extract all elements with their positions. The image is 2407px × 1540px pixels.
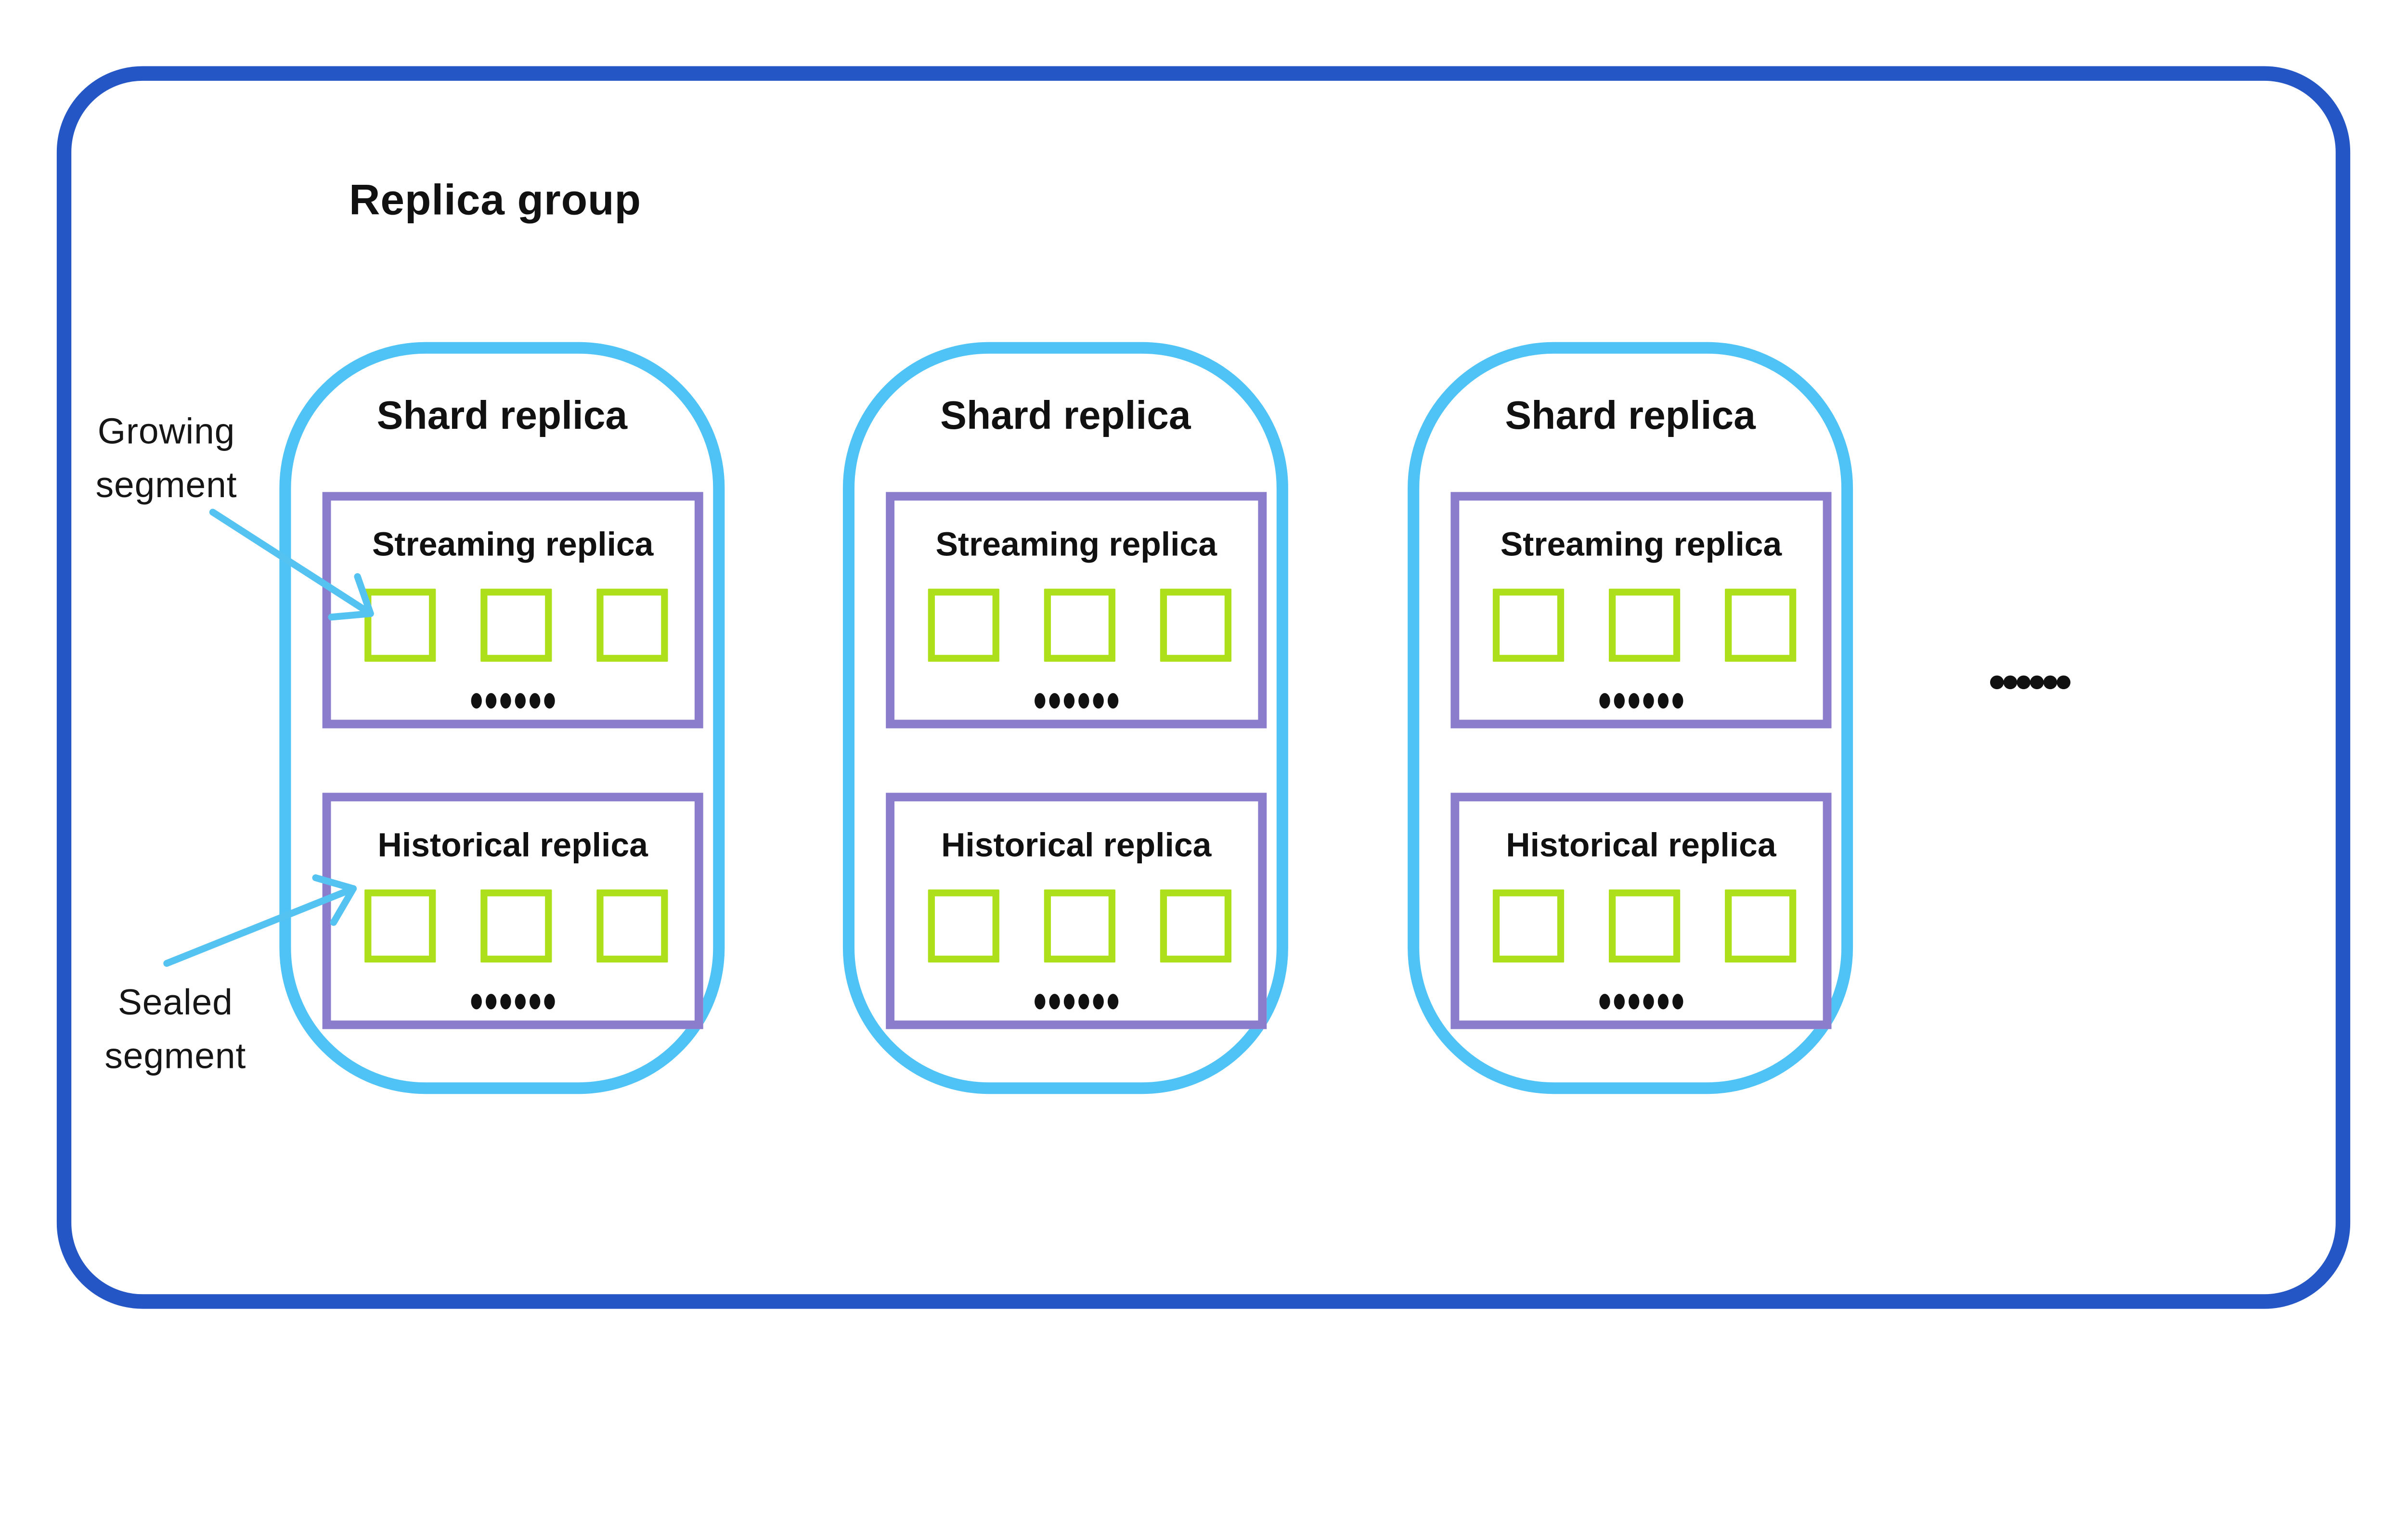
- historical-replica-title: Historical replica: [1506, 826, 1776, 864]
- diagram-canvas: Replica group Shard replica Streaming re…: [56, 66, 2351, 1309]
- ellipsis-dot: [471, 693, 482, 709]
- segment-box: [1608, 589, 1681, 662]
- ellipsis-dot: [544, 693, 555, 709]
- segment-box: [1725, 589, 1797, 662]
- segment-row: [364, 889, 668, 962]
- ellipsis-dot: [1628, 994, 1639, 1010]
- ellipsis-dot: [515, 994, 526, 1010]
- ellipsis-dots: [894, 994, 1258, 1010]
- historical-replica-title: Historical replica: [377, 826, 648, 864]
- streaming-replica-title: Streaming replica: [935, 525, 1217, 563]
- more-shards-ellipsis: [1990, 675, 2071, 690]
- segment-row: [928, 589, 1232, 662]
- streaming-replica-title: Streaming replica: [372, 525, 654, 563]
- ellipsis-dot: [1643, 994, 1654, 1010]
- ellipsis-dot: [1599, 693, 1610, 709]
- replica-group-title: Replica group: [349, 176, 641, 224]
- historical-replica-title: Historical replica: [941, 826, 1212, 864]
- ellipsis-dot: [1657, 994, 1669, 1010]
- ellipsis-dot: [1614, 693, 1625, 709]
- ellipsis-dots: [1459, 693, 1823, 709]
- segment-box: [1160, 889, 1232, 962]
- ellipsis-dot: [1657, 693, 1669, 709]
- segment-box: [1044, 589, 1115, 662]
- segment-box: [1492, 889, 1565, 962]
- ellipsis-dot: [529, 994, 540, 1010]
- segment-box: [1044, 889, 1115, 962]
- segment-box: [596, 889, 668, 962]
- ellipsis-dot: [471, 994, 482, 1010]
- ellipsis-dot: [2017, 675, 2031, 690]
- segment-box: [1608, 889, 1681, 962]
- ellipsis-dot: [529, 693, 540, 709]
- ellipsis-dot: [1078, 994, 1089, 1010]
- ellipsis-dot: [1093, 994, 1104, 1010]
- ellipsis-dot: [2030, 675, 2044, 690]
- streaming-replica-box: Streaming replica: [322, 492, 703, 729]
- segment-box: [364, 589, 436, 662]
- shard-replica-title: Shard replica: [376, 393, 628, 437]
- shard-replica-title: Shard replica: [940, 393, 1191, 437]
- sealed-segment-label: Sealed segment: [104, 982, 246, 1076]
- ellipsis-dot: [1643, 693, 1654, 709]
- ellipsis-dot: [2057, 675, 2071, 690]
- ellipsis-dots: [331, 693, 695, 709]
- ellipsis-dot: [1599, 994, 1610, 1010]
- shard-replica-box-3: Shard replica Streaming replica Historic…: [1408, 342, 1853, 1094]
- historical-replica-box: Historical replica: [1450, 793, 1832, 1029]
- ellipsis-dot: [515, 693, 526, 709]
- ellipsis-dot: [1107, 693, 1118, 709]
- segment-row: [928, 889, 1232, 962]
- ellipsis-dot: [544, 994, 555, 1010]
- ellipsis-dot: [1034, 994, 1045, 1010]
- segment-row: [1492, 889, 1797, 962]
- ellipsis-dot: [2043, 675, 2058, 690]
- ellipsis-dots: [331, 994, 695, 1010]
- shard-replica-box-2: Shard replica Streaming replica Historic…: [842, 342, 1288, 1094]
- historical-replica-box: Historical replica: [886, 793, 1267, 1029]
- ellipsis-dot: [1672, 693, 1683, 709]
- ellipsis-dot: [500, 994, 511, 1010]
- segment-box: [480, 589, 552, 662]
- ellipsis-dot: [1063, 994, 1074, 1010]
- historical-replica-box: Historical replica: [322, 793, 703, 1029]
- segment-row: [1492, 589, 1797, 662]
- segment-box: [928, 889, 999, 962]
- segment-box: [1160, 589, 1232, 662]
- segment-box: [596, 589, 668, 662]
- streaming-replica-box: Streaming replica: [1450, 492, 1832, 729]
- ellipsis-dot: [2003, 675, 2018, 690]
- segment-row: [364, 589, 668, 662]
- growing-segment-label: Growing segment: [95, 411, 237, 505]
- ellipsis-dot: [1049, 693, 1060, 709]
- segment-box: [364, 889, 436, 962]
- ellipsis-dot: [1049, 994, 1060, 1010]
- streaming-replica-title: Streaming replica: [1500, 525, 1782, 563]
- segment-box: [1725, 889, 1797, 962]
- ellipsis-dot: [1107, 994, 1118, 1010]
- ellipsis-dot: [1628, 693, 1639, 709]
- ellipsis-dot: [1990, 675, 2004, 690]
- ellipsis-dot: [1034, 693, 1045, 709]
- ellipsis-dot: [1078, 693, 1089, 709]
- segment-box: [1492, 589, 1565, 662]
- ellipsis-dots: [1459, 994, 1823, 1010]
- ellipsis-dot: [485, 693, 496, 709]
- ellipsis-dot: [500, 693, 511, 709]
- ellipsis-dot: [1672, 994, 1683, 1010]
- ellipsis-dot: [1093, 693, 1104, 709]
- ellipsis-dot: [1614, 994, 1625, 1010]
- ellipsis-dot: [1063, 693, 1074, 709]
- ellipsis-dots: [894, 693, 1258, 709]
- segment-box: [480, 889, 552, 962]
- ellipsis-dot: [485, 994, 496, 1010]
- shard-replica-box-1: Shard replica Streaming replica Historic…: [279, 342, 725, 1094]
- shard-replica-title: Shard replica: [1505, 393, 1756, 437]
- streaming-replica-box: Streaming replica: [886, 492, 1267, 729]
- segment-box: [928, 589, 999, 662]
